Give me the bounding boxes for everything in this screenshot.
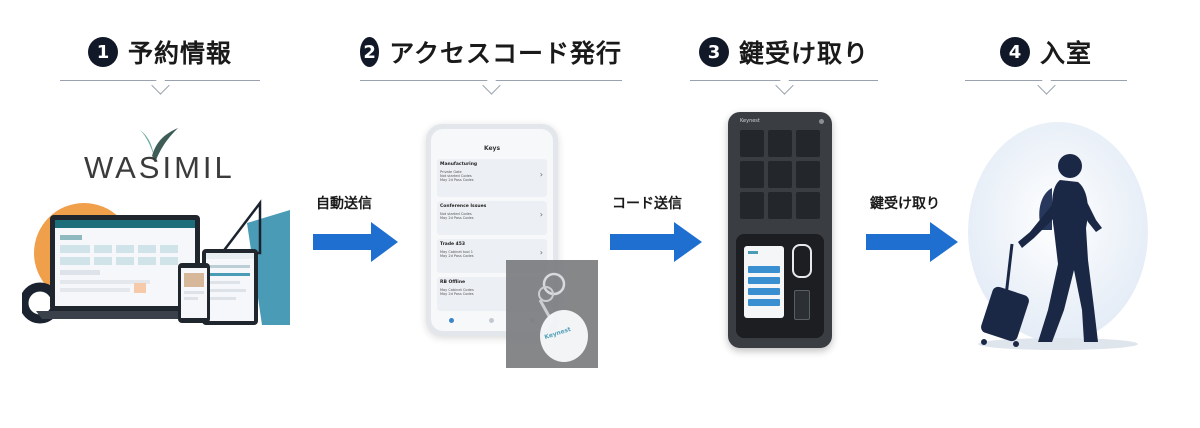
locker-compartment — [740, 161, 764, 188]
chevron-right-icon: › — [539, 210, 543, 219]
screen-button[interactable] — [748, 299, 780, 306]
step-label: 予約情報 — [127, 39, 232, 68]
locker-compartment — [740, 130, 764, 157]
devices-illustration — [22, 199, 290, 325]
wasimil-panel: WASIMIL — [22, 120, 292, 340]
locker-compartment — [796, 130, 820, 157]
key-item-line: May 2d Pass Codes — [440, 254, 474, 258]
step-number-badge: 4 — [999, 37, 1030, 67]
key-ring-icon — [538, 272, 588, 362]
locker-compartment — [768, 192, 792, 219]
step-header-2: 2 アクセスコード発行 — [360, 32, 622, 95]
screen-logo — [748, 251, 758, 254]
step-label: 鍵受け取り — [738, 39, 869, 68]
step-number-badge: 1 — [87, 37, 118, 67]
locker-compartment — [740, 192, 764, 219]
step-number-badge: 3 — [698, 37, 729, 67]
flow-arrow-icon — [610, 222, 702, 262]
flow-arrow-icon — [866, 222, 958, 262]
step-number-badge: 2 — [360, 37, 380, 67]
entry-panel — [960, 120, 1160, 356]
wasimil-bird-icon — [140, 128, 178, 160]
key-item-line: Not started Codes — [440, 212, 472, 216]
step-title: 3 鍵受け取り — [690, 32, 878, 72]
step-header-1: 1 予約情報 — [60, 32, 260, 95]
key-list-item[interactable]: Trade 453 May Cabinet tool 1 May 2d Pass… — [437, 239, 547, 273]
traveler-illustration — [968, 122, 1148, 350]
screen-button[interactable] — [748, 266, 780, 273]
key-item-line: May 2d Pass Codes — [440, 292, 474, 296]
app-panel: Keys Manufacturing Private Gate Not star… — [424, 124, 600, 370]
key-item-line: May Cabinet tool 1 — [440, 250, 473, 254]
screen-button[interactable] — [748, 277, 780, 284]
key-item-name: Manufacturing — [440, 162, 478, 167]
key-list-item[interactable]: Conference Issues Not started Codes May … — [437, 201, 547, 235]
locker-control-panel — [736, 234, 824, 338]
step-title: 1 予約情報 — [60, 32, 260, 72]
step-header-4: 4 入室 — [965, 32, 1127, 95]
step-label: アクセスコード発行 — [389, 39, 622, 68]
arrow-label-code-send: コード送信 — [612, 196, 682, 212]
chevron-right-icon: › — [539, 248, 543, 257]
arrow-label-auto-send: 自動送信 — [316, 196, 372, 212]
tab-keys-icon[interactable] — [448, 317, 454, 323]
wasimil-logo: WASIMIL — [84, 150, 235, 185]
key-item-line: May 2d Pass Codes — [440, 178, 474, 182]
locker-compartment — [796, 192, 820, 219]
key-list-item[interactable]: Manufacturing Private Gate Not started C… — [437, 159, 547, 197]
locker-compartment — [768, 161, 792, 188]
step-header-3: 3 鍵受け取り — [690, 32, 878, 95]
key-item-line: May Cabinet Codes — [440, 288, 474, 292]
phone-title: Keys — [483, 145, 501, 152]
key-tag-photo: Keynest — [506, 260, 598, 368]
tab-icon[interactable] — [489, 317, 495, 323]
arrow-label-key-pickup: 鍵受け取り — [870, 196, 940, 212]
locker-body: Keynest — [728, 112, 832, 348]
locker-compartment-grid — [740, 130, 820, 220]
locker-touchscreen[interactable] — [744, 246, 784, 318]
locker-compartment — [796, 161, 820, 188]
locker-top-dot — [819, 119, 824, 124]
key-item-name: Conference Issues — [440, 204, 487, 209]
flow-arrow-icon — [313, 222, 398, 262]
chevron-right-icon: › — [539, 170, 543, 179]
step-label: 入室 — [1039, 39, 1092, 68]
key-item-line: Private Gate — [440, 170, 462, 174]
locker-compartment — [768, 130, 792, 157]
key-item-name: Trade 453 — [440, 242, 466, 247]
key-item-line: Not started Codes — [440, 174, 472, 178]
screen-button[interactable] — [748, 288, 780, 295]
step-title: 4 入室 — [965, 32, 1127, 72]
locker-brand: Keynest — [740, 118, 760, 124]
key-item-name: RB Offline — [440, 280, 466, 285]
key-item-line: May 2d Pass Codes — [440, 216, 474, 220]
key-locker-panel: Keynest — [728, 112, 836, 352]
card-reader-icon — [794, 290, 810, 320]
step-title: 2 アクセスコード発行 — [360, 32, 622, 72]
key-slot[interactable] — [792, 244, 812, 278]
